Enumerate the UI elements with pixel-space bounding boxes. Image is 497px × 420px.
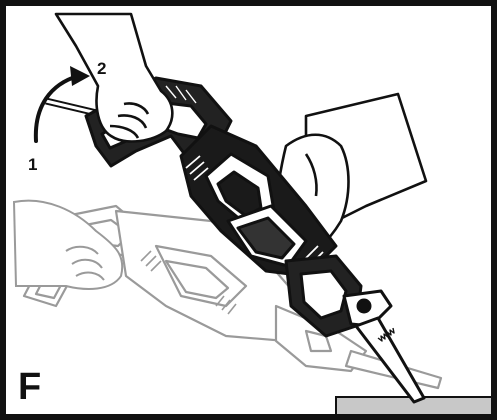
step-2-label: 2 [97,60,106,77]
illustration [6,6,497,420]
figure-letter: F [18,368,41,406]
arrow-head [70,66,90,86]
step-1-label: 1 [28,156,37,173]
